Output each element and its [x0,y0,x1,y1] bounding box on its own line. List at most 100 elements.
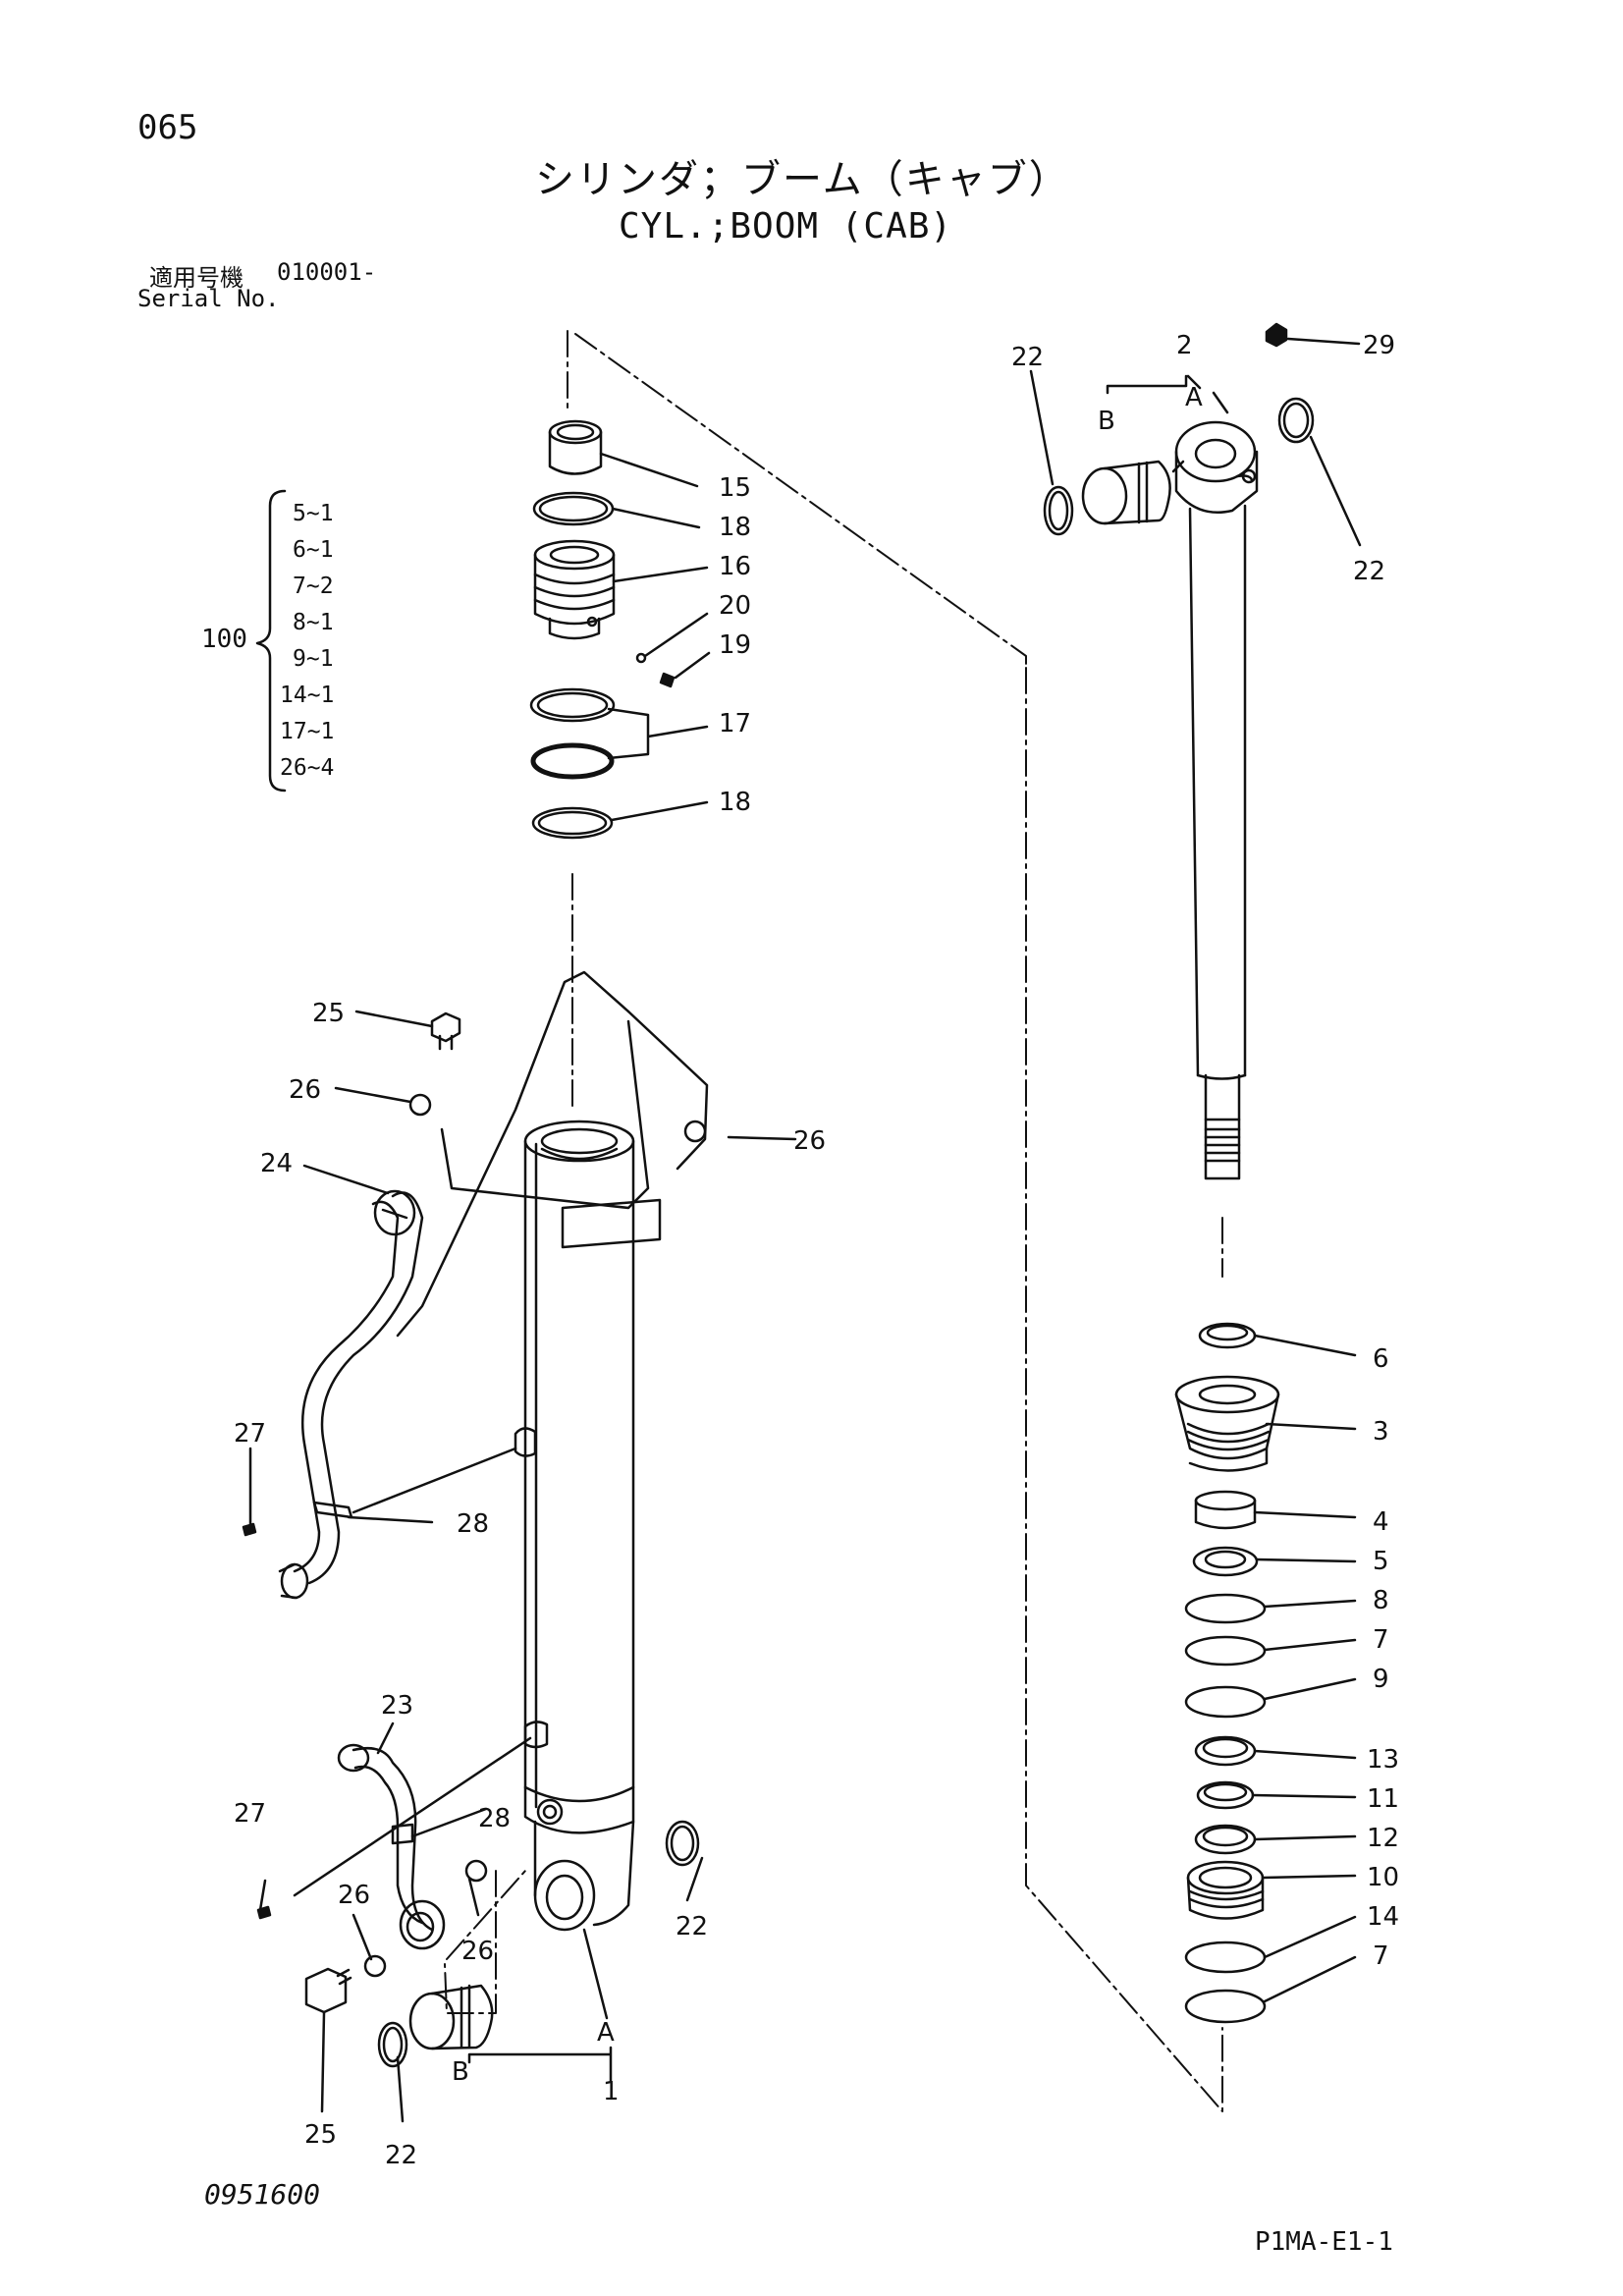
piston-rod-2 [1174,420,1259,1180]
serial-value: 010001- [277,258,377,286]
callout-18: 18 [719,788,751,817]
kit-item: 26~4 [280,755,335,781]
pin-b-2 [1081,460,1171,525]
kit-item: 5~1 [293,501,334,526]
kit-item: 7~2 [293,574,334,599]
ring-26-d [363,1954,387,1978]
ring-12 [1194,1824,1257,1855]
cylinder-tube-1 [514,1120,662,1932]
ring-26-a [408,1093,432,1117]
ball-20 [635,652,647,664]
seal-7-lower [1184,1989,1267,2024]
callout-2: 2 [1176,331,1193,360]
bushing-15 [548,419,603,475]
seal-8 [1184,1593,1267,1624]
ring-11 [1196,1780,1255,1810]
callout-14: 14 [1367,1902,1399,1932]
callout-17: 17 [719,709,751,738]
ring-22-top-left [1043,485,1074,536]
callout-26: 26 [338,1881,370,1910]
callout-25: 25 [304,2120,337,2150]
pin-b-lower [408,1984,494,2050]
piston-10 [1186,1860,1265,1920]
ring-18-upper [532,491,615,526]
callout-5: 5 [1373,1547,1389,1576]
callout-22: 22 [1011,343,1044,372]
serial-label-english: Serial No. [137,285,280,312]
bolt-25-lower [304,1967,352,2014]
screw-19 [659,672,676,688]
kit-item: 8~1 [293,610,334,635]
callout-22: 22 [1353,557,1385,586]
callout-3: 3 [1373,1417,1389,1447]
seal-14 [1184,1941,1267,1974]
callout-28: 28 [457,1509,489,1539]
callout-4: 4 [1373,1507,1389,1537]
kit-parent-number: 100 [201,625,247,654]
callout-25: 25 [312,999,345,1028]
callout-13: 13 [1367,1745,1399,1775]
ring-22-lower-right [665,1820,700,1867]
page-number: 065 [137,108,198,147]
ring-26-c [464,1859,488,1883]
pipe-24 [278,1189,424,1600]
callout-26: 26 [793,1126,826,1156]
callout-10: 10 [1367,1863,1399,1892]
gland-3 [1174,1375,1280,1472]
seal-9 [1184,1685,1267,1719]
callout-16: 16 [719,552,751,581]
ring-22-lower-left [377,2021,408,2068]
callout-15: 15 [719,473,751,503]
callout-a: A [1185,383,1203,412]
seal-17-oring [530,742,615,780]
seal-17 [529,687,616,723]
callout-23: 23 [381,1691,413,1721]
guide-line [446,1870,526,1960]
callout-1: 1 [603,2077,620,2106]
callout-7: 7 [1373,1625,1389,1655]
callout-9: 9 [1373,1665,1389,1694]
ring-18-lower [531,806,614,840]
kit-item: 6~1 [293,537,334,563]
kit-item: 9~1 [293,646,334,672]
kit-item: 17~1 [280,719,335,744]
callout-b: B [452,2057,469,2087]
ring-5 [1192,1546,1259,1577]
callout-22: 22 [385,2141,417,2170]
callout-26: 26 [461,1937,494,1966]
callout-6: 6 [1373,1344,1389,1374]
callout-20: 20 [719,591,751,621]
callout-24: 24 [260,1149,293,1178]
callout-7: 7 [1373,1941,1389,1971]
callout-a: A [597,2018,615,2048]
bolt-25-upper [430,1011,461,1051]
title-japanese: シリンダ；ブーム（キャブ） [535,157,1070,202]
callout-8: 8 [1373,1586,1389,1615]
callout-22: 22 [676,1912,708,1941]
callout-26: 26 [289,1075,321,1105]
callout-29: 29 [1363,331,1395,360]
callout-11: 11 [1367,1784,1399,1814]
title-english: CYL.;BOOM (CAB) [619,206,953,246]
ring-22-top-right [1277,397,1315,444]
callout-19: 19 [719,630,751,660]
seal-7-upper [1184,1635,1267,1667]
ring-6 [1198,1322,1257,1349]
callout-28: 28 [478,1804,511,1833]
callout-12: 12 [1367,1824,1399,1853]
kit-brace [255,489,287,793]
guide-line [1025,667,1223,2112]
grease-fitting-29 [1265,322,1288,348]
head-16 [533,539,616,640]
callout-18: 18 [719,513,751,542]
serial-label-japanese: 適用号機 [149,264,243,292]
ring-13 [1194,1735,1257,1767]
callout-27: 27 [234,1419,266,1449]
document-code: 0951600 [204,2178,321,2211]
guide-line [574,333,1027,669]
callout-27: 27 [234,1799,266,1829]
bushing-4 [1194,1490,1257,1530]
callout-b: B [1098,407,1115,436]
guide-line [444,1870,497,2014]
